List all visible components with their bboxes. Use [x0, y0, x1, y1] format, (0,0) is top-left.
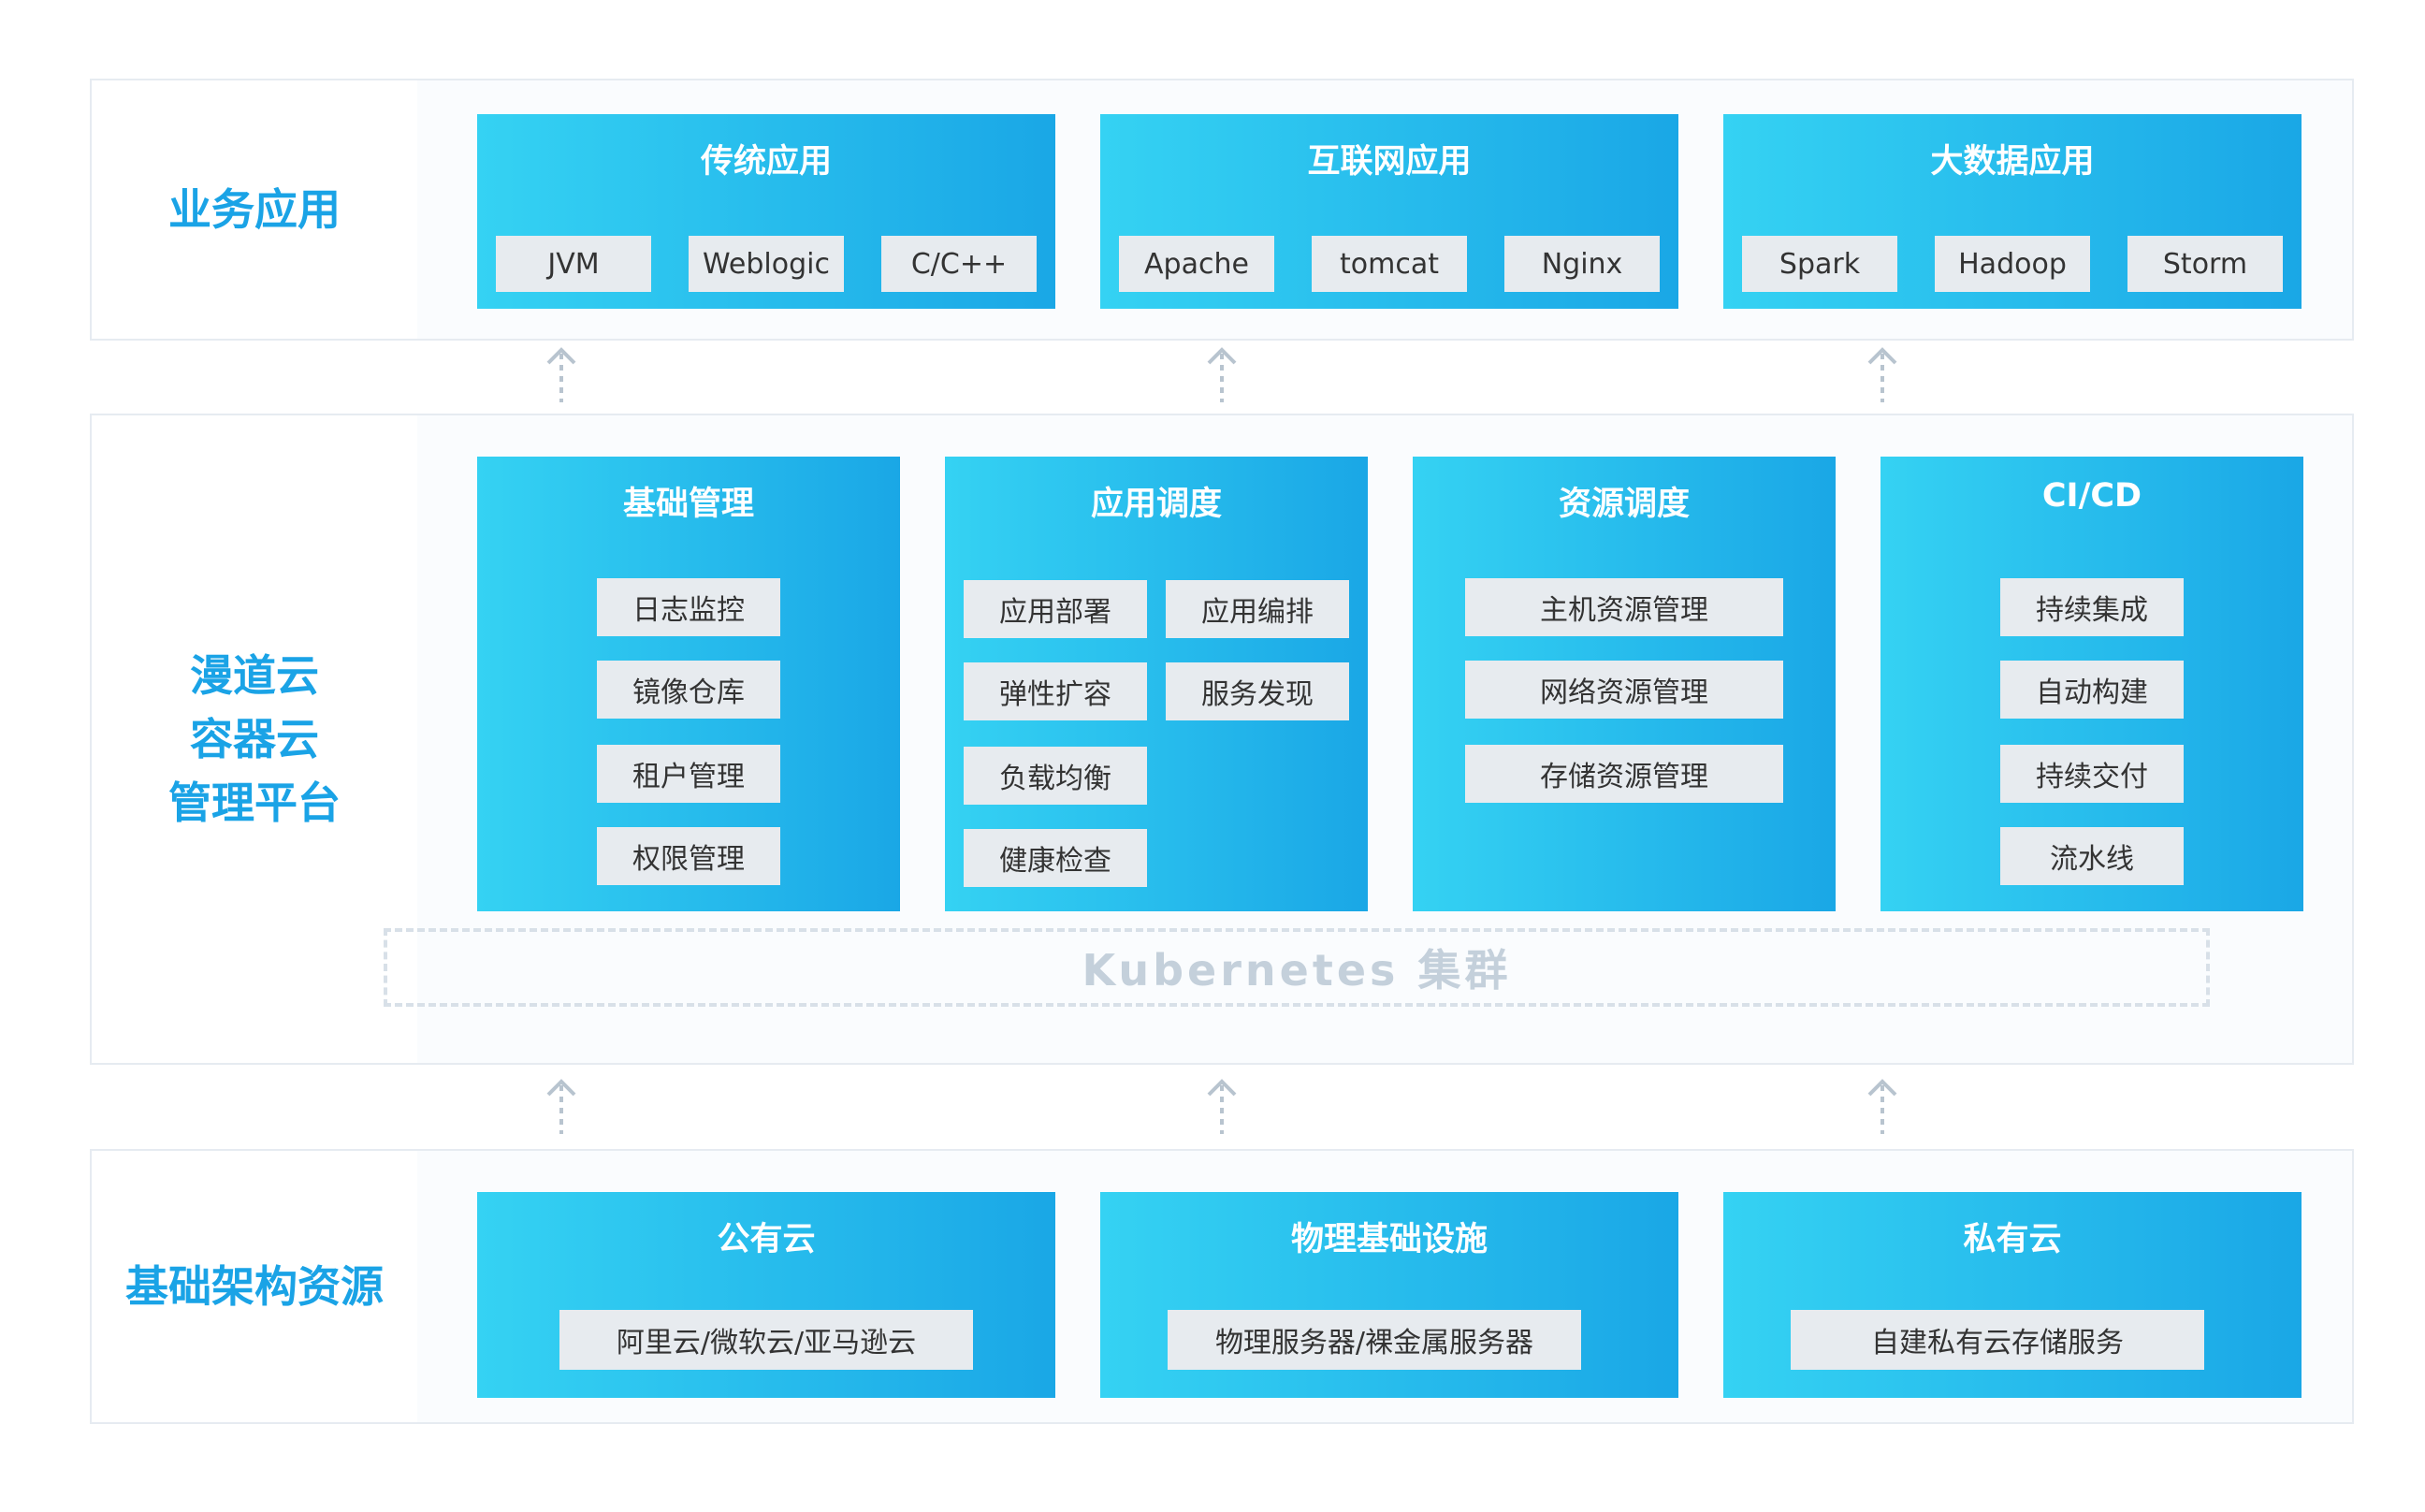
- chip-spark: Spark: [1742, 236, 1897, 292]
- chip-permission-mgmt: 权限管理: [597, 827, 780, 885]
- chip-continuous-delivery: 持续交付: [2000, 745, 2184, 803]
- card-private-cloud: 私有云 自建私有云存储服务: [1723, 1192, 2302, 1398]
- chip-physical-servers: 物理服务器/裸金属服务器: [1168, 1310, 1581, 1370]
- card-bigdata-apps: 大数据应用 Spark Hadoop Storm: [1723, 114, 2302, 309]
- chip-image-repo: 镜像仓库: [597, 661, 780, 719]
- dashed-up-arrow-icon: [1207, 347, 1237, 402]
- chip-service-discovery: 服务发现: [1166, 662, 1349, 720]
- dashed-up-arrow-icon: [1867, 1079, 1897, 1134]
- layer-label-platform: 漫道云 容器云 管理平台: [92, 415, 417, 1063]
- chip-tenant-mgmt: 租户管理: [597, 745, 780, 803]
- chip-storm: Storm: [2127, 236, 2283, 292]
- card-physical-infrastructure: 物理基础设施 物理服务器/裸金属服务器: [1100, 1192, 1678, 1398]
- card-title: 物理基础设施: [1290, 1221, 1488, 1258]
- card-resource-scheduling: 资源调度 主机资源管理 网络资源管理 存储资源管理: [1413, 457, 1836, 911]
- chip-app-deploy: 应用部署: [964, 580, 1147, 638]
- chip-pipeline: 流水线: [2000, 827, 2184, 885]
- kubernetes-cluster-label: Kubernetes 集群: [384, 928, 2210, 1007]
- chip-private-cloud-storage: 自建私有云存储服务: [1791, 1310, 2204, 1370]
- dashed-up-arrow-icon: [1867, 347, 1897, 402]
- chip-storage-resource: 存储资源管理: [1465, 745, 1783, 803]
- chip-health-check: 健康检查: [964, 829, 1147, 887]
- dashed-up-arrow-icon: [546, 347, 576, 402]
- card-title: 大数据应用: [1930, 143, 2095, 181]
- chip-apache: Apache: [1119, 236, 1274, 292]
- card-title: 应用调度: [1090, 486, 1222, 523]
- card-traditional-apps: 传统应用 JVM Weblogic C/C++: [477, 114, 1055, 309]
- chip-network-resource: 网络资源管理: [1465, 661, 1783, 719]
- layer-label-infrastructure: 基础架构资源: [92, 1151, 417, 1422]
- card-app-scheduling: 应用调度 应用部署 应用编排 弹性扩容 服务发现 负载均衡 健康检查: [945, 457, 1368, 911]
- card-internet-apps: 互联网应用 Apache tomcat Nginx: [1100, 114, 1678, 309]
- chip-load-balancing: 负载均衡: [964, 747, 1147, 805]
- card-title: 公有云: [717, 1221, 816, 1258]
- chip-log-monitor: 日志监控: [597, 578, 780, 636]
- chip-weblogic: Weblogic: [689, 236, 844, 292]
- card-title: 传统应用: [700, 143, 832, 181]
- chip-host-resource: 主机资源管理: [1465, 578, 1783, 636]
- chip-app-orchestration: 应用编排: [1166, 580, 1349, 638]
- card-title: 私有云: [1963, 1221, 2062, 1258]
- chip-public-cloud-providers: 阿里云/微软云/亚马逊云: [559, 1310, 973, 1370]
- chip-tomcat: tomcat: [1312, 236, 1467, 292]
- card-basic-management: 基础管理 日志监控 镜像仓库 租户管理 权限管理: [477, 457, 900, 911]
- card-title: 资源调度: [1558, 486, 1690, 523]
- card-title: CI/CD: [2041, 477, 2142, 515]
- dashed-up-arrow-icon: [546, 1079, 576, 1134]
- chip-hadoop: Hadoop: [1935, 236, 2090, 292]
- chip-elastic-scaling: 弹性扩容: [964, 662, 1147, 720]
- card-title: 基础管理: [622, 486, 754, 523]
- dashed-up-arrow-icon: [1207, 1079, 1237, 1134]
- chip-nginx: Nginx: [1504, 236, 1660, 292]
- chip-c-cpp: C/C++: [881, 236, 1037, 292]
- card-public-cloud: 公有云 阿里云/微软云/亚马逊云: [477, 1192, 1055, 1398]
- layer-label-business: 业务应用: [92, 80, 417, 339]
- card-title: 互联网应用: [1307, 143, 1472, 181]
- card-ci-cd: CI/CD 持续集成 自动构建 持续交付 流水线: [1880, 457, 2303, 911]
- chip-continuous-integration: 持续集成: [2000, 578, 2184, 636]
- chip-auto-build: 自动构建: [2000, 661, 2184, 719]
- chip-jvm: JVM: [496, 236, 651, 292]
